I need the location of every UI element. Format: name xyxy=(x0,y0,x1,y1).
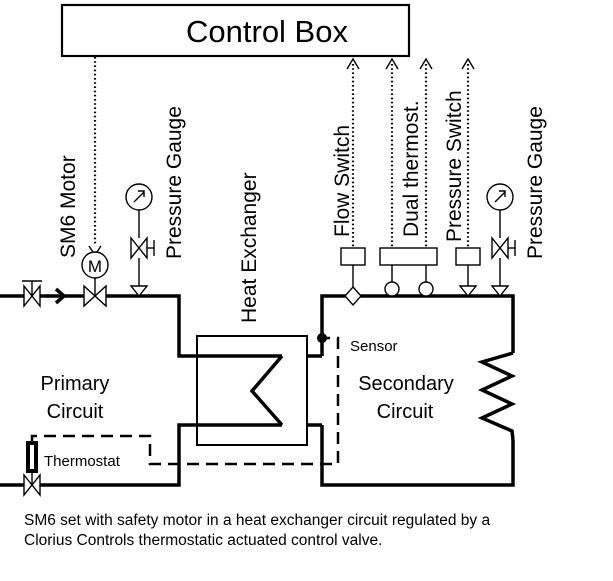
pressure-gauge-primary xyxy=(125,183,155,298)
label-pressure-switch: Pressure Switch xyxy=(443,90,466,242)
caption-line-1: SM6 set with safety motor in a heat exch… xyxy=(24,512,491,529)
figure-caption: SM6 set with safety motor in a heat exch… xyxy=(24,511,613,551)
thermostat-label: Thermostat xyxy=(44,453,121,470)
secondary-pipes xyxy=(320,294,517,487)
arrow-up-icon xyxy=(419,57,433,70)
control-box-title: Control Box xyxy=(186,14,348,49)
primary-circuit-label-1: Primary xyxy=(41,373,110,395)
label-heat-exchanger: Heat Exchanger xyxy=(238,172,261,323)
flow-direction-icon xyxy=(54,287,67,305)
arrow-up-icon xyxy=(385,57,399,70)
sensor-label: Sensor xyxy=(350,338,398,355)
label-flow-switch: Flow Switch xyxy=(331,125,354,237)
label-sm6-motor: SM6 Motor xyxy=(57,155,80,258)
heat-exchanger xyxy=(196,335,322,446)
isolation-valve-outlet xyxy=(23,470,41,497)
caption-line-2: Clorius Controls thermostatic actuated c… xyxy=(24,532,383,549)
control-box: Control Box xyxy=(60,3,411,58)
label-pressure-gauge-secondary: Pressure Gauge xyxy=(524,106,547,259)
radiator-coil-icon xyxy=(477,351,517,441)
isolation-valve-inlet xyxy=(22,280,42,308)
flow-switch xyxy=(340,247,366,307)
signal-arrowheads xyxy=(88,57,475,257)
label-dual-thermost: Dual thermost. xyxy=(400,100,423,237)
capillary-line xyxy=(30,336,340,466)
primary-circuit-label-2: Circuit xyxy=(47,401,104,423)
pressure-gauge-secondary xyxy=(486,183,516,298)
arrow-up-icon xyxy=(346,57,360,70)
sensor-point-icon xyxy=(317,333,327,343)
secondary-circuit-label-1: Secondary xyxy=(358,373,454,395)
arrow-up-icon xyxy=(461,57,475,70)
dual-thermostat xyxy=(379,247,438,297)
secondary-circuit-label-2: Circuit xyxy=(377,401,434,423)
thermostat-element-icon xyxy=(26,441,38,473)
motor-icon xyxy=(81,251,109,279)
label-pressure-gauge-primary: Pressure Gauge xyxy=(163,106,186,259)
motor-symbol: M xyxy=(88,257,102,276)
pressure-switch xyxy=(455,247,481,298)
signal-lines xyxy=(93,57,470,248)
sm6-control-valve xyxy=(81,251,109,308)
